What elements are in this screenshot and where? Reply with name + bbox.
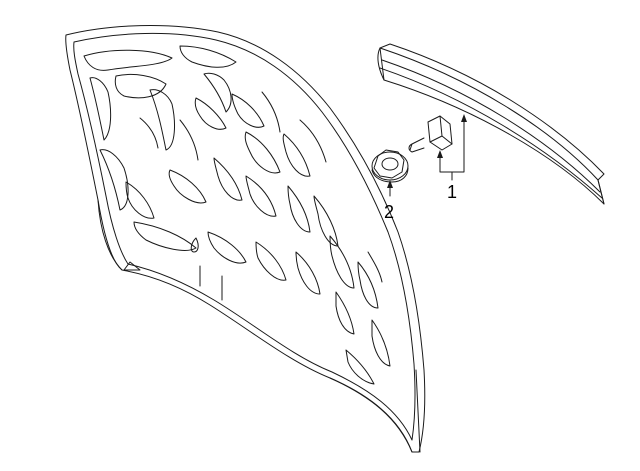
hood-panel-icon (65, 25, 426, 453)
flange-nut-icon (371, 149, 409, 183)
callout-2-label: 2 (384, 202, 394, 222)
molding-clip-icon (408, 115, 453, 153)
molding-strip-icon (377, 43, 605, 205)
leader-arrowheads (387, 114, 467, 188)
callout-1-label: 1 (447, 182, 457, 202)
